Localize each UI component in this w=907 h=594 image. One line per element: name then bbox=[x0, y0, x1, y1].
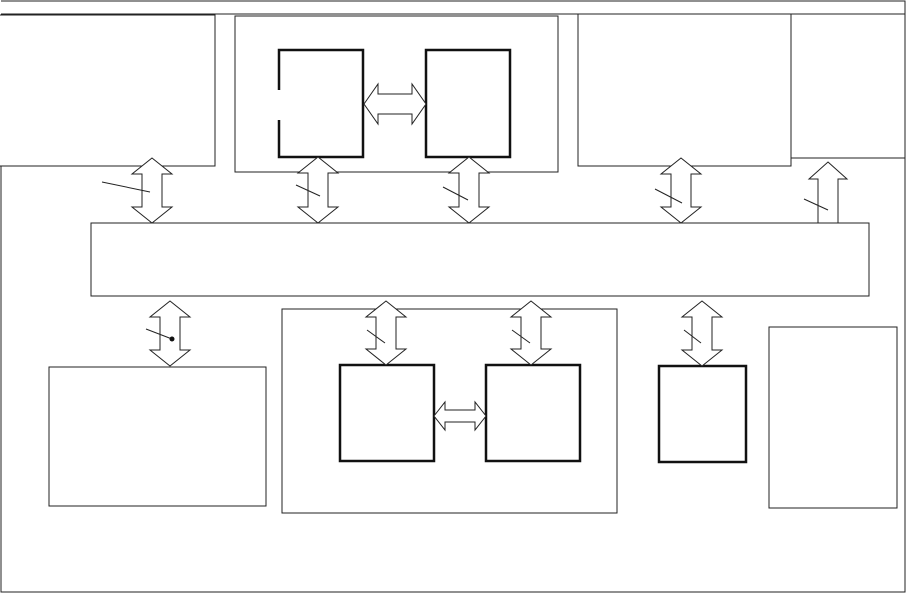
container-top-center bbox=[234, 15, 559, 173]
box-far-right bbox=[790, 14, 905, 159]
block-bottom-inner-right bbox=[484, 363, 582, 463]
leader-line-9 bbox=[683, 329, 702, 344]
box-bottom-left bbox=[48, 366, 267, 507]
leader-line-6 bbox=[145, 328, 173, 340]
double-arrow-v8 bbox=[680, 300, 724, 367]
leader-dot bbox=[169, 336, 175, 342]
leader-line-5 bbox=[803, 198, 829, 211]
leader-line-3 bbox=[442, 186, 469, 201]
leader-line-8 bbox=[511, 329, 531, 344]
block-bottom-small bbox=[657, 364, 748, 464]
leader-line-1 bbox=[101, 181, 151, 193]
block-bottom-inner-left bbox=[338, 363, 436, 463]
double-arrow-v3 bbox=[447, 156, 491, 224]
double-arrow-v1 bbox=[130, 157, 174, 224]
double-arrow-bottom-horizontal bbox=[433, 400, 487, 432]
leader-line-2 bbox=[295, 184, 321, 197]
box-bottom-right bbox=[768, 326, 898, 509]
leader-line-4 bbox=[654, 188, 683, 204]
block-top-inner-left bbox=[277, 48, 365, 159]
single-arrow-up-far-right bbox=[807, 161, 849, 224]
central-bus bbox=[90, 222, 870, 297]
double-arrow-v4 bbox=[659, 157, 703, 224]
block-top-inner-right bbox=[424, 48, 512, 159]
leader-line-7 bbox=[366, 329, 386, 344]
double-arrow-v5 bbox=[148, 300, 192, 367]
container-bottom-center bbox=[281, 308, 618, 514]
double-arrow-top-horizontal bbox=[363, 82, 427, 126]
double-arrow-v7 bbox=[509, 300, 553, 366]
box-top-right bbox=[577, 14, 792, 167]
double-arrow-v6 bbox=[364, 300, 408, 366]
double-arrow-v2 bbox=[296, 156, 340, 224]
box-top-left bbox=[0, 14, 216, 167]
